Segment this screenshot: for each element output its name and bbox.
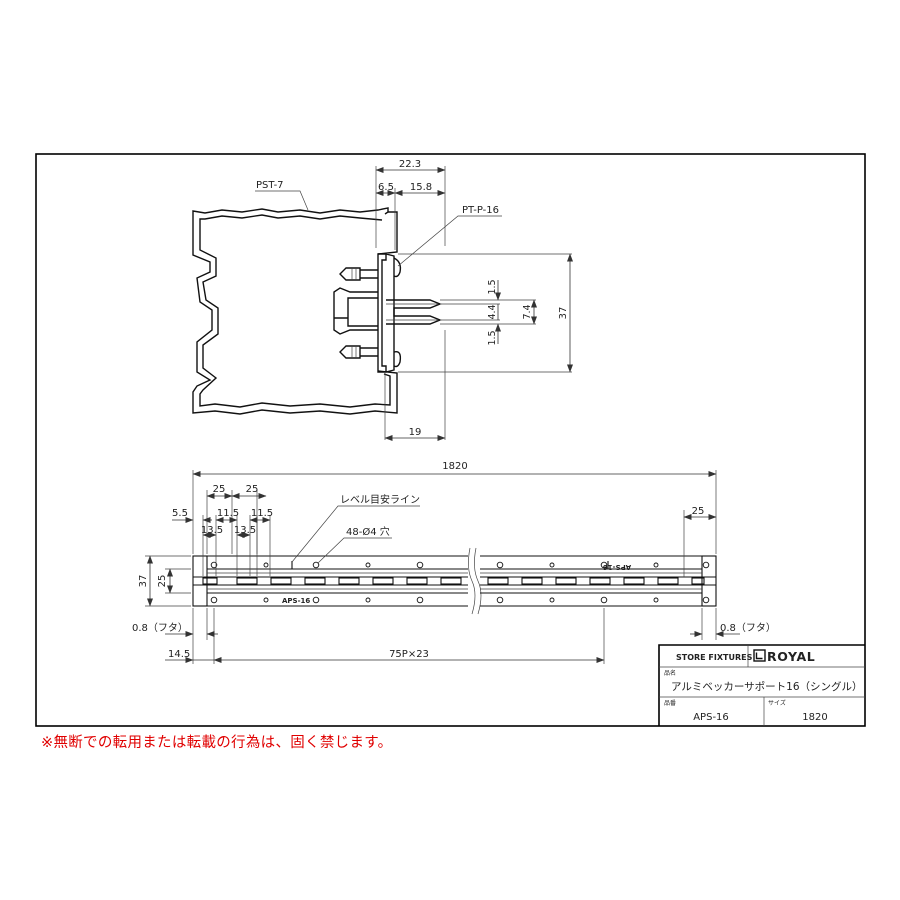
code-caption: 品番: [664, 700, 676, 707]
dim-25-a: 25: [213, 484, 226, 495]
dim-19: 19: [409, 427, 422, 438]
rail-segment-left: [193, 555, 468, 607]
dim-5-5: 5.5: [172, 508, 188, 519]
dim-4-4: 4.4: [487, 304, 498, 319]
product-code: APS-16: [693, 712, 729, 723]
rail-segment-right: [480, 555, 716, 607]
holes-leader: [317, 537, 392, 564]
rail-lips: [393, 257, 402, 368]
break-line: [468, 547, 482, 615]
dim-25-b: 25: [246, 484, 259, 495]
cap-label-right: 0.8（フタ）: [720, 622, 776, 634]
mounting-holes: [210, 561, 710, 604]
level-ticks: [291, 561, 609, 569]
dim-14-5: 14.5: [168, 649, 190, 660]
dim-75p: 75P×23: [389, 649, 429, 660]
cross-section-dimensions: 22.3 6.5 15.8 19 37 1.5 4.4 1.5 7.4 PST-…: [255, 159, 573, 441]
dim-11-5-b: 11.5: [251, 508, 273, 519]
end-cap-right: [701, 555, 717, 607]
slots-right: [487, 577, 705, 585]
title-block: STORE FIXTURES ROYAL 品名 アルミベッカーサポート16（シン…: [658, 644, 865, 726]
dim-37-top: 37: [558, 307, 569, 320]
dim-25-side: 25: [157, 575, 168, 588]
ptp-leader: [397, 215, 502, 267]
pst-post-outline: [192, 207, 398, 415]
pst-label: PST-7: [256, 180, 284, 191]
dim-13-5-a: 13.5: [201, 525, 223, 536]
pst-post-inner: [199, 214, 391, 408]
rail-mark-right: APS-16: [603, 563, 631, 571]
bracket-arm: [386, 299, 442, 325]
size-caption: サイズ: [768, 699, 786, 707]
pt-p-16-rail: [377, 253, 395, 373]
copyright-notice: ※無断での転用または転載の行為は、固く禁じます。: [41, 735, 393, 751]
level-line-label: レベル目安ライン: [340, 493, 420, 506]
pst-front-top: [377, 211, 398, 255]
dim-1820: 1820: [442, 461, 467, 472]
holes-label: 48-Ø4 穴: [346, 525, 390, 538]
screw-top: [339, 267, 378, 281]
drawing-frame: [35, 153, 866, 727]
royal-logo-icon: [753, 649, 766, 662]
rail-mark-left: APS-16: [282, 597, 310, 605]
dim-6-5: 6.5: [378, 182, 394, 193]
ptp-label: PT-P-16: [462, 205, 499, 216]
screw-bottom: [339, 345, 378, 359]
store-fixtures-label: STORE FIXTURES: [676, 653, 753, 662]
product-size: 1820: [802, 712, 827, 723]
dim-11-5-a: 11.5: [217, 508, 239, 519]
dim-22-3: 22.3: [399, 159, 421, 170]
dim-7-4: 7.4: [522, 304, 533, 319]
cross-section: [192, 207, 442, 415]
brand-logo-text: ROYAL: [767, 649, 815, 664]
product-name: アルミベッカーサポート16（シングル）: [671, 680, 863, 693]
dim-1-5-a: 1.5: [487, 279, 498, 294]
rail-dimensions: 1820 25 25 25 5.5 11.5 11.5 13.5 13.5 37…: [132, 461, 776, 664]
rail-elevation: APS-16 APS-16: [192, 547, 717, 615]
support-hook: [333, 287, 378, 335]
slots-left: [202, 577, 462, 585]
end-cap-left: [192, 555, 208, 607]
pst-leader: [255, 190, 309, 211]
dim-13-5-b: 13.5: [234, 525, 256, 536]
product-name-caption: 品名: [664, 669, 676, 677]
cap-label-left: 0.8（フタ）: [132, 622, 188, 634]
dim-25-right: 25: [692, 506, 705, 517]
level-line-leader: [291, 505, 420, 563]
dim-37-side: 37: [138, 575, 149, 588]
dim-1-5-b: 1.5: [487, 330, 498, 345]
dim-15-8: 15.8: [410, 182, 432, 193]
